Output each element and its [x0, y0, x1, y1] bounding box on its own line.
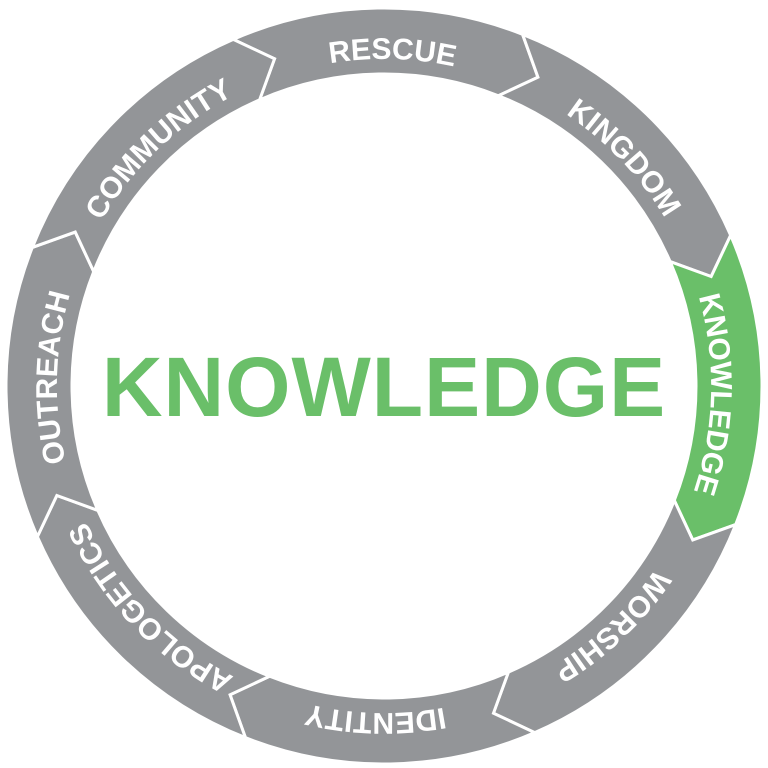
segment-community	[29, 37, 277, 276]
center-title: KNOWLEDGE	[102, 340, 666, 434]
segments-ring	[4, 6, 764, 766]
